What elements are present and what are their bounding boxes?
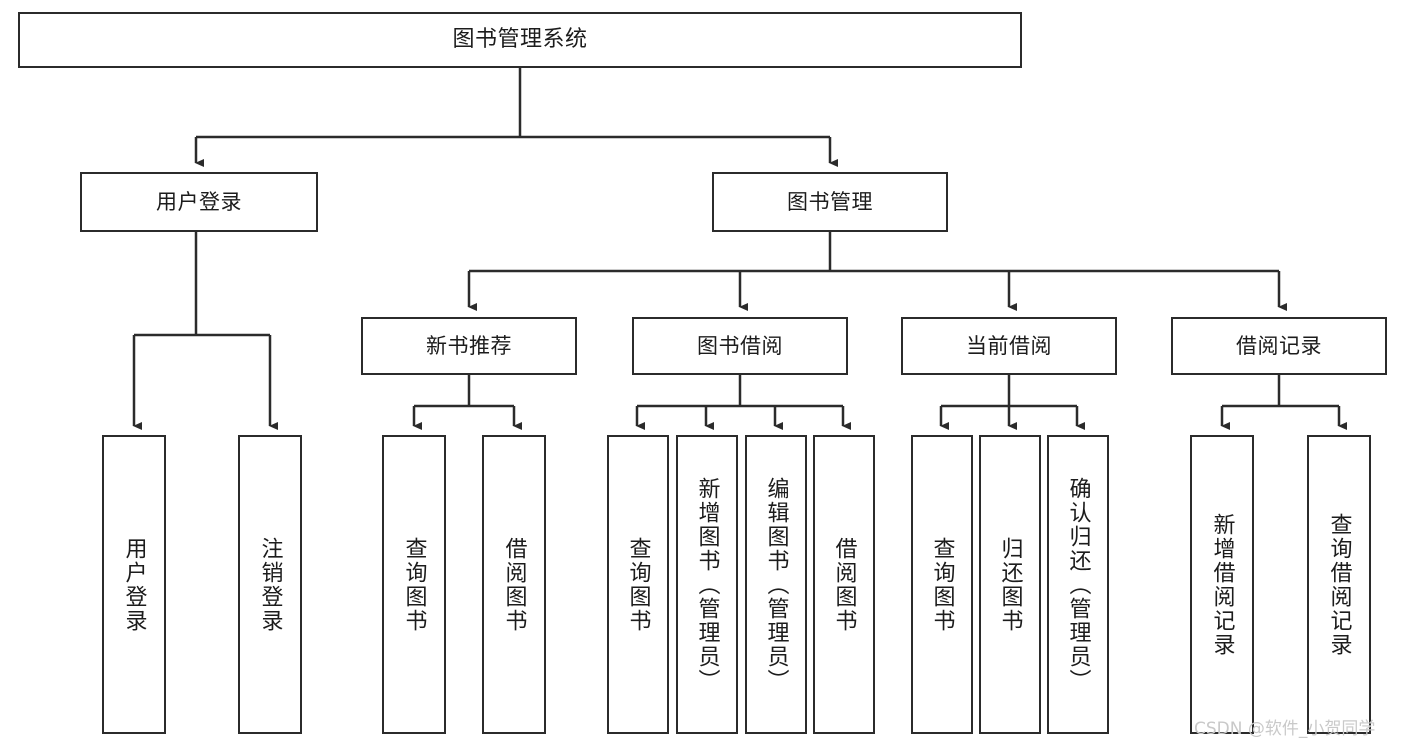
leaf-query-borrow-record[interactable]: 查询借阅记录: [1307, 435, 1371, 734]
leaf-query-book-recommend[interactable]: 查询图书: [382, 435, 446, 734]
node-user-login[interactable]: 用户登录: [80, 172, 318, 232]
node-label: 查询图书: [929, 536, 955, 633]
node-label: 确认归还（管理员）: [1065, 476, 1091, 693]
node-label: 当前借阅: [966, 333, 1052, 358]
node-label: 归还图书: [997, 536, 1023, 633]
node-current-borrow[interactable]: 当前借阅: [901, 317, 1117, 375]
node-label: 新增借阅记录: [1209, 512, 1235, 657]
leaf-query-book-borrow[interactable]: 查询图书: [607, 435, 669, 734]
node-label: 查询图书: [401, 536, 427, 633]
node-label: 用户登录: [156, 189, 242, 214]
node-label: 编辑图书（管理员）: [763, 476, 789, 693]
leaf-borrow-book[interactable]: 借阅图书: [813, 435, 875, 734]
node-label: 借阅图书: [831, 536, 857, 633]
node-label: 图书管理: [787, 189, 873, 214]
leaf-query-book-current[interactable]: 查询图书: [911, 435, 973, 734]
node-root-system[interactable]: 图书管理系统: [18, 12, 1022, 68]
node-label: 借阅图书: [501, 536, 527, 633]
node-borrow-record[interactable]: 借阅记录: [1171, 317, 1387, 375]
node-label: 查询借阅记录: [1326, 512, 1352, 657]
node-label: 图书借阅: [697, 333, 783, 358]
leaf-borrow-book-recommend[interactable]: 借阅图书: [482, 435, 546, 734]
leaf-user-login[interactable]: 用户登录: [102, 435, 166, 734]
node-label: 新增图书（管理员）: [694, 476, 720, 693]
leaf-user-logout[interactable]: 注销登录: [238, 435, 302, 734]
node-label: 新书推荐: [426, 333, 512, 358]
node-label: 注销登录: [257, 536, 283, 633]
leaf-confirm-return-admin[interactable]: 确认归还（管理员）: [1047, 435, 1109, 734]
leaf-add-borrow-record[interactable]: 新增借阅记录: [1190, 435, 1254, 734]
watermark-text: CSDN @软件_小贺同学: [1194, 719, 1376, 739]
leaf-edit-book-admin[interactable]: 编辑图书（管理员）: [745, 435, 807, 734]
node-label: 借阅记录: [1236, 333, 1322, 358]
leaf-return-book[interactable]: 归还图书: [979, 435, 1041, 734]
node-label: 查询图书: [625, 536, 651, 633]
node-new-book-recommend[interactable]: 新书推荐: [361, 317, 577, 375]
node-label: 图书管理系统: [452, 27, 588, 53]
node-label: 用户登录: [121, 536, 147, 633]
node-book-management[interactable]: 图书管理: [712, 172, 948, 232]
leaf-add-book-admin[interactable]: 新增图书（管理员）: [676, 435, 738, 734]
node-book-borrow[interactable]: 图书借阅: [632, 317, 848, 375]
